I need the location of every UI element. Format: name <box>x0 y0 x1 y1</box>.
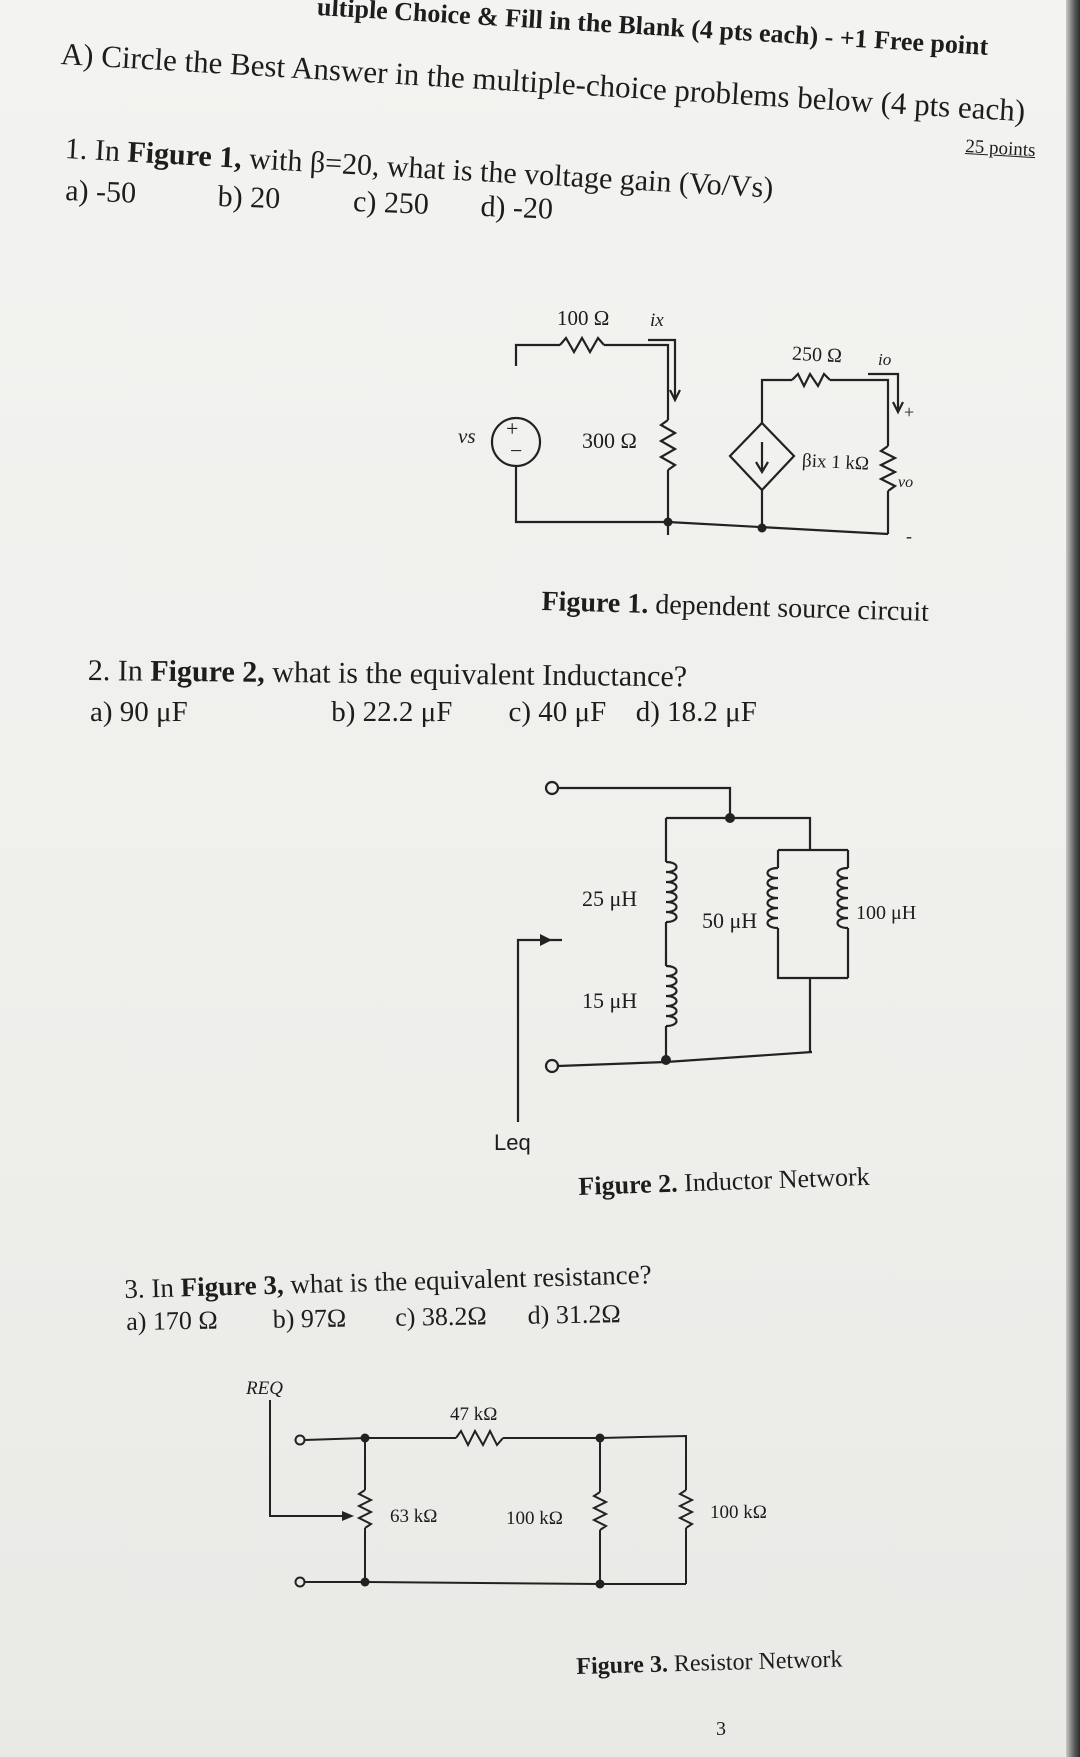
figure-3-caption-bold: Figure 3. <box>576 1651 669 1680</box>
fig1-node-b <box>757 523 767 533</box>
q2-option-b[interactable]: b) 22.2 μF <box>331 696 453 728</box>
fig1-vo-label: vo <box>898 474 914 491</box>
page-number: 3 <box>716 1718 726 1740</box>
fig2-l25-label: 25 μH <box>582 886 638 911</box>
svg-text:+: + <box>506 416 518 441</box>
fig1-node-a <box>663 517 673 527</box>
fig1-ix-label: ix <box>650 310 664 331</box>
fig1-io-label: io <box>878 350 892 369</box>
fig3-r100a-label: 100 kΩ <box>506 1508 563 1529</box>
fig3-r63-label: 63 kΩ <box>390 1506 438 1527</box>
fig1-minus-label: - <box>906 526 912 546</box>
fig1-r100-label: 100 Ω <box>557 306 610 330</box>
fig1-r300-label: 300 Ω <box>582 428 637 453</box>
fig2-l15-label: 15 μH <box>582 988 638 1013</box>
q2-option-d[interactable]: d) 18.2 μF <box>635 696 757 728</box>
fig3-node-2 <box>595 1433 605 1443</box>
fig2-l50-label: 50 μH <box>702 908 758 933</box>
figure-3-caption-text: Resistor Network <box>673 1646 843 1678</box>
fig3-node-3 <box>360 1577 370 1587</box>
fig2-l100-label: 100 μH <box>856 902 917 924</box>
q2-option-a[interactable]: a) 90 μF <box>90 696 188 728</box>
fig3-r47-label: 47 kΩ <box>450 1404 498 1425</box>
page-edge-shadow <box>1066 0 1080 1757</box>
question-2-options: a) 90 μF b) 22.2 μF c) 40 μF d) 18.2 μF <box>90 696 757 729</box>
figure-1-circuit: + − <box>490 335 904 536</box>
fig3-node-4 <box>595 1579 605 1589</box>
fig1-vs-label: vs <box>458 424 476 448</box>
fig2-node-top <box>725 813 735 823</box>
fig3-r100b-label: 100 kΩ <box>710 1502 767 1523</box>
fig3-node-1 <box>360 1433 370 1443</box>
fig2-leq-label: Leq <box>494 1130 531 1155</box>
fig3-req-label: REQ <box>246 1378 283 1399</box>
fig2-node-bottom <box>661 1055 671 1065</box>
q2-option-c[interactable]: c) 40 μF <box>508 696 607 728</box>
svg-text:−: − <box>510 438 522 463</box>
fig1-plus-label: + <box>904 402 915 422</box>
